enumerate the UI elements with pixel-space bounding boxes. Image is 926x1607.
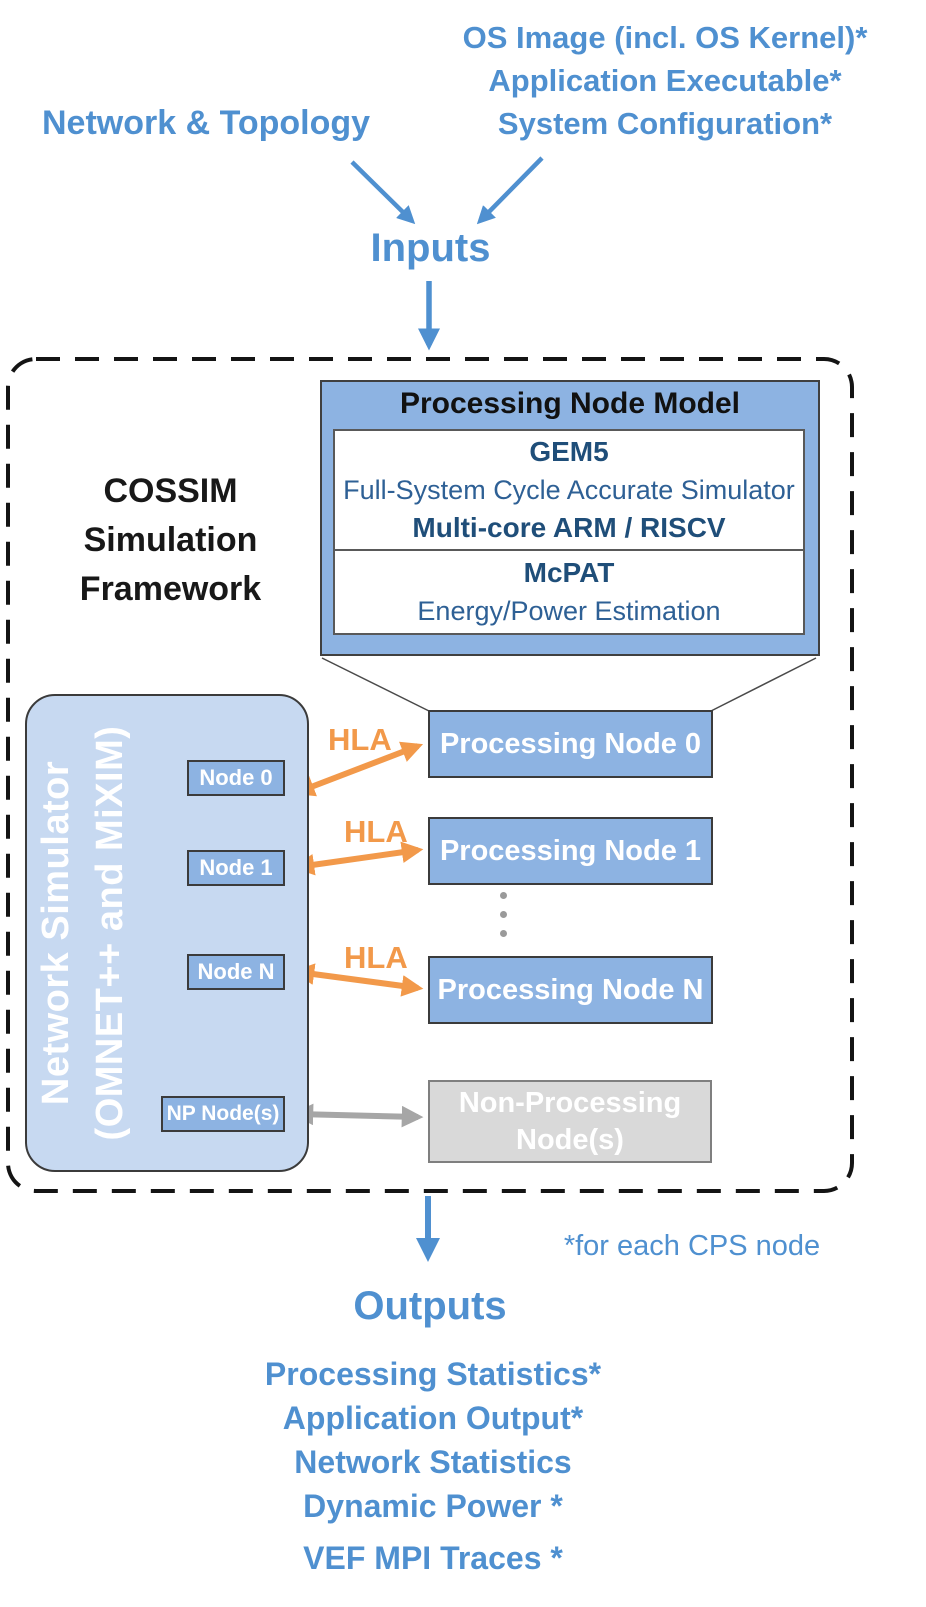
output-processing-statistics: Processing Statistics*	[264, 1356, 602, 1392]
connector-model-left	[321, 657, 430, 712]
arrow-np-node	[291, 1103, 424, 1128]
outputs-hub-label: Outputs	[353, 1284, 507, 1328]
output-dynamic-power: Dynamic Power *	[303, 1488, 563, 1524]
processing-node-model-title: Processing Node Model	[399, 387, 741, 420]
hla-label-0: HLA	[328, 722, 392, 757]
dot	[500, 930, 507, 937]
non-processing-node-box: Non-Processing Node(s)	[428, 1080, 712, 1163]
os-image-label: OS Image (incl. OS Kernel)*	[462, 20, 868, 55]
non-processing-line2: Node(s)	[516, 1123, 624, 1156]
inputs-hub-label: Inputs	[370, 226, 491, 270]
network-topology-label: Network & Topology	[41, 104, 371, 142]
connector-model-right	[710, 657, 817, 712]
node-n-box: Node N	[187, 954, 285, 990]
processing-node-model-inner: GEM5 Full-System Cycle Accurate Simulato…	[333, 429, 805, 635]
mcpat-description: Energy/Power Estimation	[417, 596, 721, 626]
dot	[500, 892, 507, 899]
cossim-label-line1: COSSIM	[103, 472, 238, 510]
processing-node-n-box: Processing Node N	[428, 956, 713, 1024]
non-processing-line1: Non-Processing	[458, 1086, 682, 1119]
gem5-section: GEM5 Full-System Cycle Accurate Simulato…	[335, 431, 803, 551]
cps-footnote: *for each CPS node	[563, 1230, 821, 1262]
cossim-framework-label: COSSIM Simulation Framework	[48, 467, 293, 614]
arrow-network-topology-to-inputs	[350, 160, 416, 225]
gem5-cores: Multi-core ARM / RISCV	[412, 511, 726, 543]
input-file-labels: OS Image (incl. OS Kernel)* Application …	[428, 16, 902, 145]
hla-label-n: HLA	[344, 940, 408, 975]
network-simulator-title-line2: (OMNET++ and MiXIM)	[89, 725, 131, 1141]
mcpat-section: McPAT Energy/Power Estimation	[335, 551, 803, 633]
processing-node-model-box: Processing Node Model GEM5 Full-System C…	[320, 380, 820, 656]
hla-label-1: HLA	[344, 814, 408, 849]
cossim-label-line3: Framework	[79, 570, 262, 608]
cossim-label-line2: Simulation	[83, 521, 258, 559]
mcpat-name: McPAT	[523, 557, 615, 588]
system-configuration-label: System Configuration*	[497, 106, 833, 141]
np-node-box: NP Node(s)	[161, 1096, 285, 1132]
node-0-box: Node 0	[187, 760, 285, 796]
gem5-description: Full-System Cycle Accurate Simulator	[343, 474, 795, 505]
network-simulator-title-line1: Network Simulator	[35, 760, 77, 1106]
hla-arrow-node1	[292, 841, 424, 876]
output-application-output: Application Output*	[282, 1400, 584, 1436]
arrow-config-to-inputs	[476, 156, 544, 225]
network-simulator-title: Network Simulator (OMNET++ and MiXIM)	[29, 698, 147, 1168]
node-1-box: Node 1	[187, 850, 285, 886]
dot	[500, 911, 507, 918]
processing-node-0-box: Processing Node 0	[428, 710, 713, 778]
outputs-list: Processing Statistics* Application Outpu…	[155, 1352, 711, 1580]
processing-node-1-box: Processing Node 1	[428, 817, 713, 885]
application-executable-label: Application Executable*	[488, 63, 842, 98]
gem5-name: GEM5	[529, 436, 609, 468]
ellipsis-dots	[500, 892, 507, 937]
output-vef-mpi-traces: VEF MPI Traces *	[303, 1540, 563, 1576]
output-network-statistics: Network Statistics	[294, 1444, 572, 1480]
